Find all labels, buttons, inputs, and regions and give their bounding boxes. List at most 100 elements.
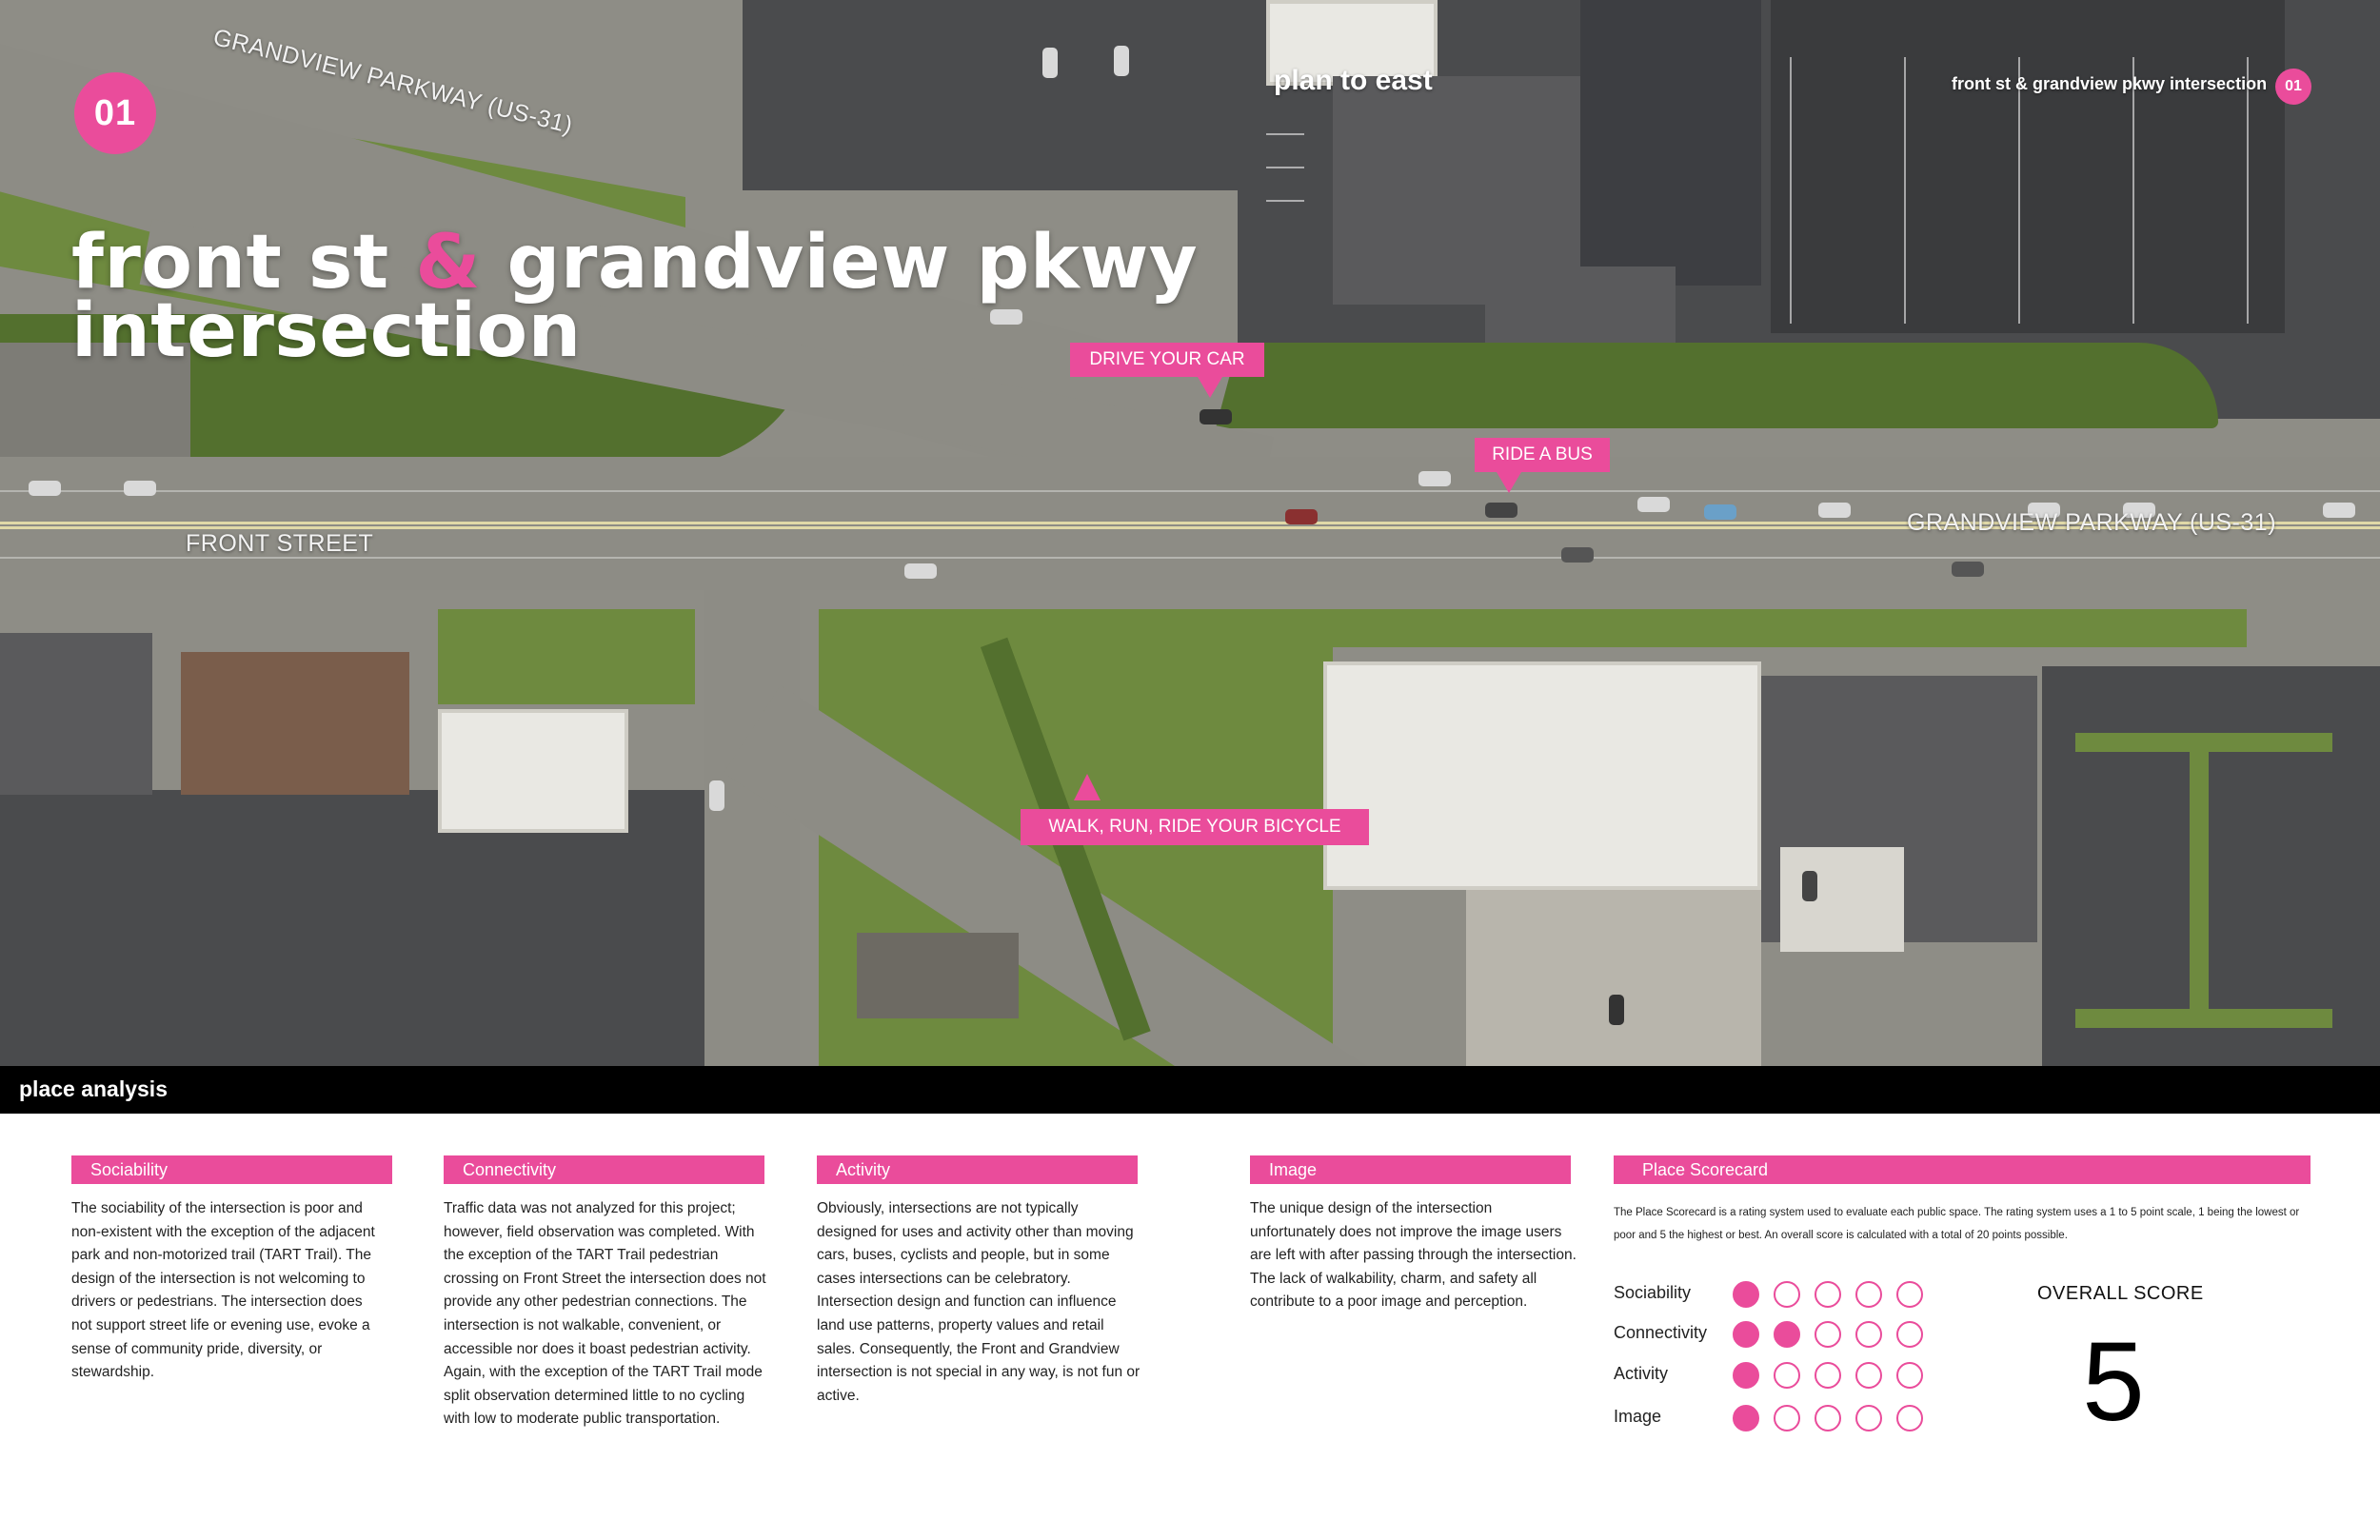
score-dot [1855,1281,1882,1308]
parking-lot [1771,0,2285,333]
place-analysis-label: place analysis [19,1076,168,1101]
grass-area [438,609,695,704]
score-dot [1733,1405,1759,1431]
activity-text: Obviously, intersections are not typical… [817,1200,1140,1404]
callout-drive-pointer [1198,377,1222,398]
score-dot [1896,1321,1923,1348]
callout-bus-pointer [1497,472,1521,493]
score-dot [1774,1321,1800,1348]
car [2028,503,2060,518]
place-analysis-bar: place analysis [0,1066,2380,1114]
side-road [704,571,800,1066]
connectivity-text: Traffic data was not analyzed for this p… [444,1200,766,1428]
building-roof [1780,847,1904,952]
title-part-2: grandview pkwy [480,220,1199,306]
car [1952,562,1984,577]
activity-heading: Activity [817,1155,1138,1184]
car [1802,871,1817,901]
building-roof [0,633,152,795]
car [1042,48,1058,78]
building-roof [1580,0,1761,286]
scorecard-heading: Place Scorecard [1614,1155,2311,1184]
score-dot [1733,1321,1759,1348]
score-dot [1896,1362,1923,1389]
title-line-2: intersection [71,288,582,374]
score-dot [1774,1362,1800,1389]
image-text: The unique design of the intersection un… [1250,1200,1577,1311]
car [1609,995,1624,1025]
connectivity-heading: Connectivity [444,1155,764,1184]
callout-walk: WALK, RUN, RIDE YOUR BICYCLE [1021,809,1369,845]
car [1818,503,1851,518]
building-roof [1485,267,1676,343]
score-label-activity: Activity [1614,1364,1669,1383]
score-dot [1774,1405,1800,1431]
score-dot [1896,1405,1923,1431]
score-dot [1733,1281,1759,1308]
car [1114,46,1129,76]
score-dot [1774,1281,1800,1308]
car [1704,504,1736,520]
callout-bus: RIDE A BUS [1475,438,1610,472]
building-roof [1323,661,1761,890]
green-strip [1171,343,2218,428]
header-badge: 01 [2275,69,2311,105]
title-ampersand: & [415,220,481,306]
score-dot [1815,1321,1841,1348]
overall-score-label: OVERALL SCORE [2037,1283,2204,1304]
sociability-heading: Sociability [71,1155,392,1184]
title-part-1: front st [71,220,416,306]
car [709,780,724,811]
grass-strip [2075,733,2332,752]
car [1418,471,1451,486]
car [1285,509,1318,524]
grass-strip [2190,733,2209,1018]
car [904,563,937,579]
parking-lot [2042,666,2380,1066]
aerial-map: 01 front st & grandview pkwy intersectio… [0,0,2380,1066]
grass-strip [2075,1009,2332,1028]
header-title: front st & grandview pkwy intersection [1952,74,2268,93]
building-roof [181,652,409,795]
car [1200,409,1232,424]
building-roof [1266,0,1438,86]
car [29,481,61,496]
page-number-badge: 01 [74,72,156,154]
car [2323,503,2355,518]
score-dot [1815,1281,1841,1308]
sociability-text: The sociability of the intersection is p… [71,1200,375,1381]
image-heading: Image [1250,1155,1571,1184]
building-roof [438,709,628,833]
car [124,481,156,496]
parking-lot [0,790,704,1066]
page-title: front st & grandview pkwy intersection [71,226,1198,374]
score-dot [1855,1405,1882,1431]
grass-strip [819,609,2247,647]
score-label-connectivity: Connectivity [1614,1323,1708,1342]
score-dot [1815,1405,1841,1431]
score-label-sociability: Sociability [1614,1283,1692,1302]
car [1561,547,1594,563]
car [1637,497,1670,512]
car [990,309,1022,325]
parking-lot [1466,890,1761,1066]
score-dot [1896,1281,1923,1308]
plan-label: plan to east [1274,65,1433,96]
score-label-image: Image [1614,1407,1662,1426]
scorecard-intro: The Place Scorecard is a rating system u… [1614,1207,2300,1241]
score-dot [1815,1362,1841,1389]
street-label-grandview-right: GRANDVIEW PARKWAY (US-31) [1907,509,2277,536]
score-dot [1855,1362,1882,1389]
callout-drive: DRIVE YOUR CAR [1070,343,1264,377]
title-line-1: front st & grandview pkwy [71,226,1198,300]
parking-lot [743,0,1276,190]
callout-walk-pointer [1074,774,1101,800]
car [2123,503,2155,518]
overall-score-value: 5 [2082,1319,2145,1445]
building-roof [857,933,1019,1018]
street-label-front-street: FRONT STREET [186,530,374,557]
car [1485,503,1517,518]
score-dot [1733,1362,1759,1389]
score-dot [1855,1321,1882,1348]
side-road [0,343,190,457]
